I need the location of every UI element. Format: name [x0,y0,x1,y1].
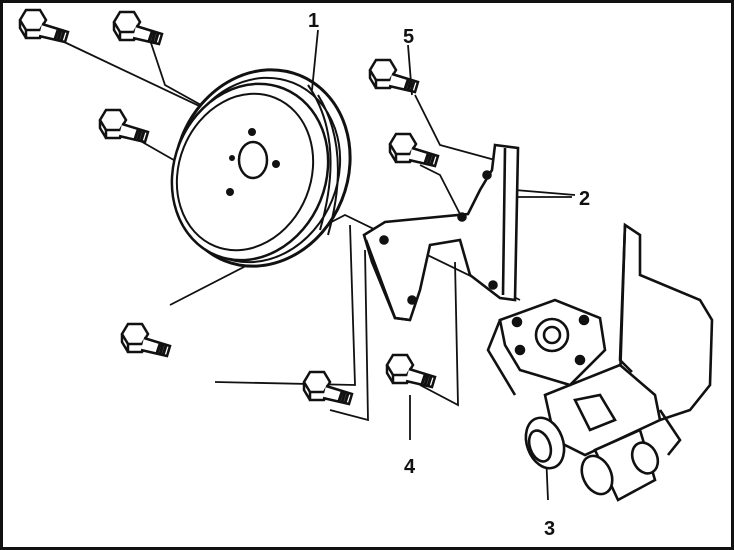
label-pump: 3 [544,518,556,540]
exploded-assembly-drawing [18,8,714,502]
bolt-bottom-left [302,370,354,406]
power-steering-pump [486,222,714,502]
label-bracket: 2 [579,188,591,210]
bolt-mid-left [98,108,150,144]
label-bolt-lower: 4 [404,456,416,478]
bolt-bracket-mid [388,132,440,168]
pulley [170,68,352,268]
bolt-4 [385,353,437,389]
callout-leaders [311,29,572,198]
label-pulley: 1 [308,10,320,32]
bracket [362,143,520,322]
bolt-top-center [112,10,164,46]
label-bolt-upper: 5 [403,26,415,48]
bolt-lower-left [120,322,172,358]
bolt-top-left [18,8,70,44]
